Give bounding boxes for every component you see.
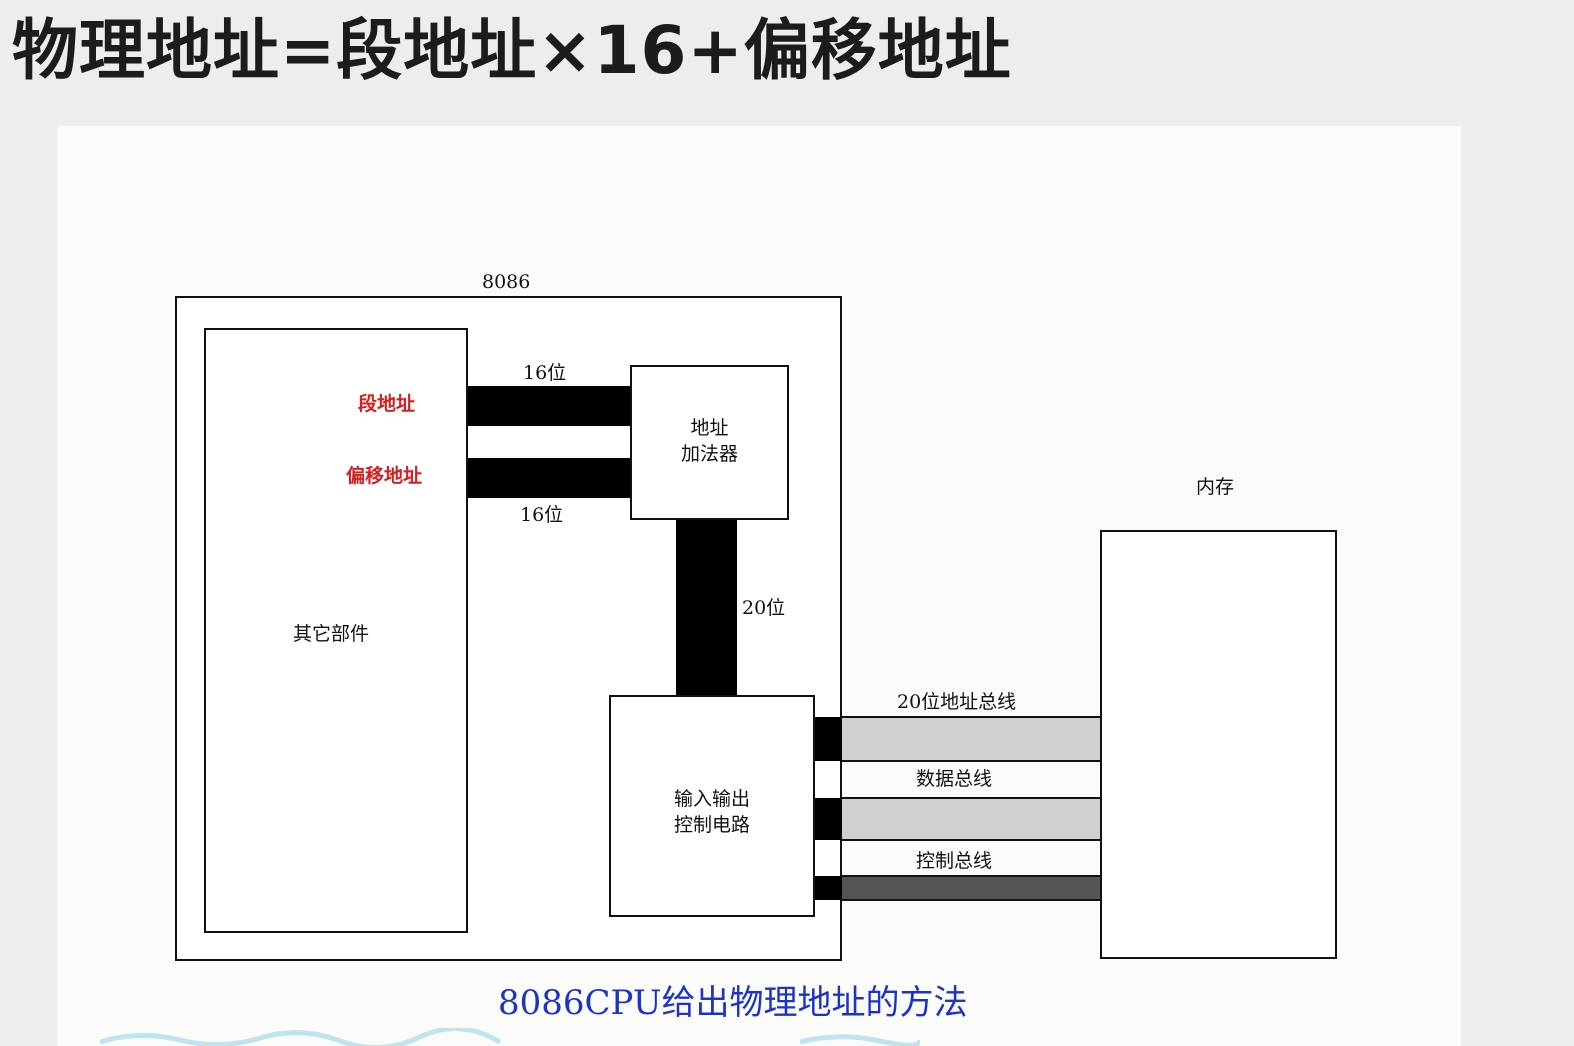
decorative-wave (100, 1028, 920, 1046)
data-bus-stub (815, 798, 842, 840)
control-bus (842, 876, 1100, 900)
data-bus (842, 798, 1100, 840)
control-bus-stub (815, 876, 842, 900)
address-bus (842, 717, 1100, 761)
control-bus-label: 控制总线 (916, 850, 993, 872)
diagram-caption: 8086CPU给出物理地址的方法 (498, 983, 968, 1023)
io-control-label-line1: 输入输出 (673, 788, 750, 810)
memory-label: 内存 (1196, 476, 1235, 498)
io-control-label-line2: 控制电路 (673, 814, 750, 836)
address-bus-label: 20位地址总线 (897, 691, 1017, 713)
adder-output-width-label: 20位 (742, 597, 786, 619)
data-bus-top-edge (842, 797, 1100, 799)
address-adder-box (630, 365, 789, 520)
segment-address-bus (468, 386, 631, 426)
address-bus-stub (815, 717, 842, 761)
other-parts-label: 其它部件 (293, 623, 370, 645)
address-adder-label-line1: 地址 (690, 417, 729, 439)
data-bus-bottom-edge (842, 839, 1100, 841)
offset-address-bus (468, 458, 631, 498)
memory-box (1100, 530, 1337, 959)
io-control-box (609, 695, 815, 917)
address-bus-bottom-edge (842, 760, 1100, 762)
other-parts-box (204, 328, 468, 933)
address-bus-top-edge (842, 716, 1100, 718)
offset-address-label: 偏移地址 (346, 465, 423, 487)
control-bus-bottom-edge (842, 899, 1100, 901)
control-bus-top-edge (842, 875, 1100, 877)
adder-output-bus (676, 520, 737, 696)
segment-address-label: 段地址 (358, 393, 416, 415)
slide-title: 物理地址=段地址×16+偏移地址 (12, 12, 1012, 89)
data-bus-label: 数据总线 (916, 768, 993, 790)
address-adder-label-line2: 加法器 (680, 443, 738, 465)
segment-bus-width-label: 16位 (523, 362, 567, 384)
offset-bus-width-label: 16位 (520, 504, 564, 526)
cpu-label: 8086 (482, 271, 531, 293)
